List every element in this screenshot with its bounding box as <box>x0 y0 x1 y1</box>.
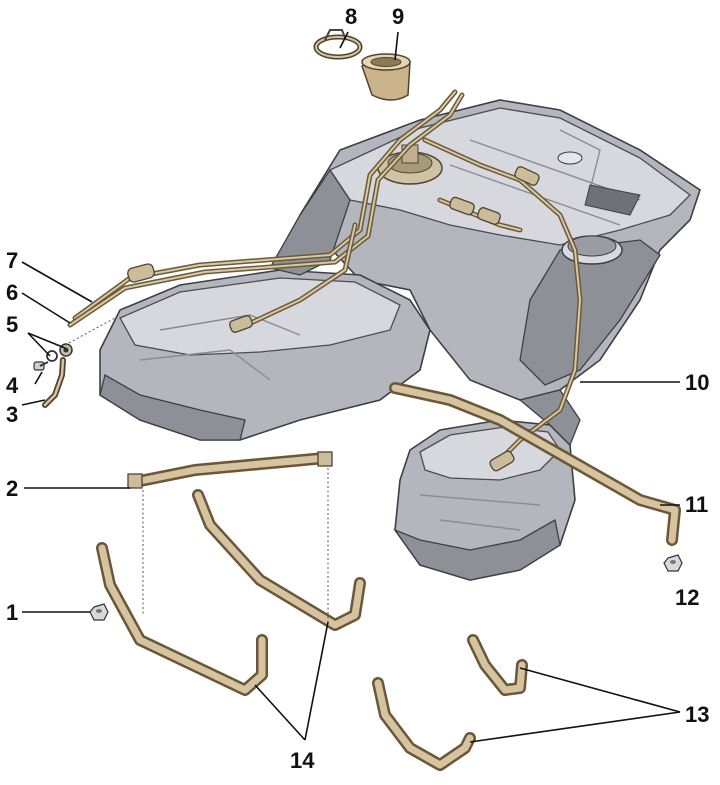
callout-labels: 1 2 3 4 5 6 7 8 9 10 11 12 13 14 <box>6 4 709 773</box>
callout-1: 1 <box>6 600 18 625</box>
callout-6: 6 <box>6 280 18 305</box>
hose-clamp <box>313 29 363 60</box>
leader-lines <box>21 31 681 743</box>
callout-12: 12 <box>675 585 699 610</box>
alignment-dashes <box>64 317 329 625</box>
callout-13: 13 <box>685 702 709 727</box>
callout-3: 3 <box>6 402 18 427</box>
filler-hose-sleeve <box>361 53 411 101</box>
callout-10: 10 <box>685 370 709 395</box>
callout-11: 11 <box>685 492 708 517</box>
fuel-tank <box>99 99 701 581</box>
callout-8: 8 <box>345 4 357 29</box>
fuel-lines <box>67 89 583 472</box>
nut-1 <box>89 603 109 621</box>
nut-12 <box>663 554 683 572</box>
callout-4: 4 <box>6 373 19 398</box>
tank-straps <box>96 382 681 771</box>
callout-9: 9 <box>392 4 404 29</box>
callout-5: 5 <box>6 312 18 337</box>
callout-2: 2 <box>6 476 18 501</box>
callout-14: 14 <box>290 748 315 773</box>
callout-7: 7 <box>6 248 18 273</box>
